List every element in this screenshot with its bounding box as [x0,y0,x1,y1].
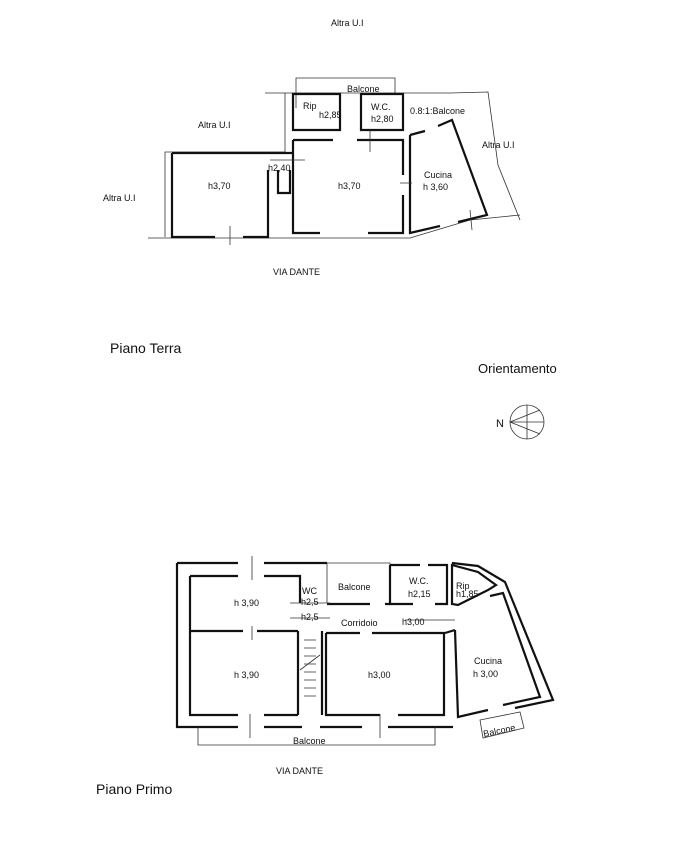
stair-steps [299,639,321,697]
cucina-outer-walls [451,561,555,710]
balcone-right-label: Balcone [482,722,516,739]
center-room-height: h3,00 [368,670,391,680]
first-floor-title: Piano Primo [96,781,172,797]
north-label: N [496,418,504,430]
top-left-room-height: h 3,90 [234,598,259,608]
orientation-title: Orientamento [478,361,557,376]
cucina-walls [444,591,542,719]
bottom-left-room-height: h 3,90 [234,670,259,680]
compass-icon [509,404,545,440]
first-floor-plan: h 3,90 h 3,90 WC h2,5 h2,5 Balcone W.C. … [175,556,555,776]
rip-height: h1,85 [456,589,479,599]
neighbor-label-left: Altra U.I [103,193,136,203]
cucina-height: h 3,00 [473,669,498,679]
wc-room-walls [359,92,405,132]
rip-walls [450,563,498,607]
stair-walls [296,631,324,715]
balcone-bottom-outline [197,711,525,746]
street-label-ground: VIA DANTE [273,267,320,277]
rip-height: h2,85 [319,110,342,120]
cucina-label: Cucina [424,170,452,180]
cucina-label: Cucina [474,656,502,666]
door-marks [229,130,473,245]
left-room-walls [170,151,292,239]
left-rooms-walls [188,574,302,717]
wc-small-height: h2,5 [301,597,319,607]
wc-height: h2,15 [408,589,431,599]
wc-label: W.C. [409,576,429,586]
rip-label: Rip [303,101,317,111]
ground-floor-plan: Altra U.I Altra U.I Altra U.I Altra U.I … [103,18,521,277]
neighbor-label-right: Altra U.I [482,140,515,150]
balcone-bottom-label: Balcone [293,736,326,746]
center-room-height: h3,70 [338,181,361,191]
neighbor-label-top: Altra U.I [331,18,364,28]
center-room-walls [291,138,405,235]
corridoio-height: h3,00 [402,617,425,627]
niche-height: h2,40 [268,163,291,173]
cucina-walls [408,118,489,235]
wc-height: h2,80 [371,114,394,124]
rip-label: Rip [456,581,470,591]
left-room-height: h3,70 [208,181,231,191]
small-balcone-label: 0.8:1:Balcone [410,106,465,116]
wc-small-label: WC [302,586,317,596]
rip-room-walls [291,92,342,132]
center-room-walls [324,631,446,717]
street-label-first: VIA DANTE [276,766,323,776]
balcone-label: Balcone [347,84,380,94]
ground-floor-title: Piano Terra [110,340,182,356]
wc-label: W.C. [371,102,391,112]
corridoio-label: Corridoio [341,618,378,628]
balcone-top-label: Balcone [338,582,371,592]
outer-walls [175,561,453,729]
door-marks [249,556,455,738]
neighbor-label-left-upper: Altra U.I [198,120,231,130]
stair-height: h2,5 [301,612,319,622]
cucina-height: h 3,60 [423,182,448,192]
